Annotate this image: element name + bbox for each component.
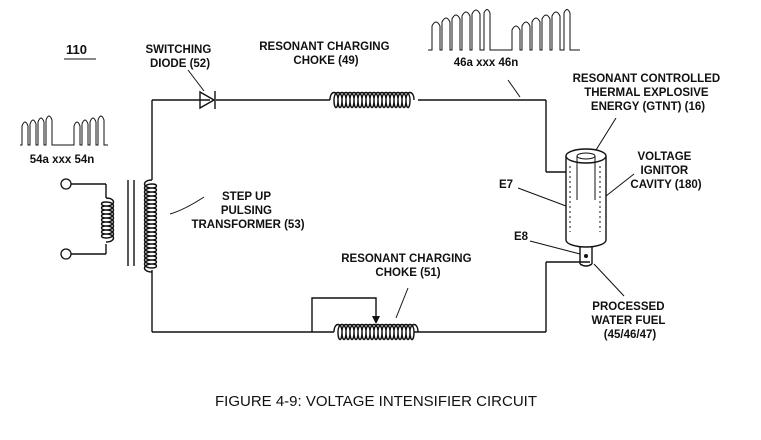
diode-label: SWITCHING DIODE (52) (145, 44, 214, 70)
gtnt-label: RESONANT CONTROLLED THERMAL EXPLOSIVE EN… (573, 73, 724, 113)
input-terminal-top (60, 178, 72, 190)
pulse-top-label: 46a xxx 46n (454, 57, 519, 69)
cavity-label: VOLTAGE IGNITOR CAVITY (180) (630, 151, 701, 191)
pulse-left-label: 54a xxx 54n (30, 154, 95, 166)
figure-caption: FIGURE 4-9: VOLTAGE INTENSIFIER CIRCUIT (215, 393, 537, 410)
input-terminal-bottom (60, 248, 72, 260)
gtnt-leader (595, 117, 617, 151)
circuit-wires (151, 99, 590, 333)
fuel-label: PROCESSED WATER FUEL (45/46/47) (592, 301, 669, 341)
cavity-leader (605, 173, 635, 197)
transformer-icon (60, 178, 158, 273)
fuel-leader (593, 263, 625, 297)
figure-number: 110 (66, 42, 87, 57)
diode-leader (187, 69, 205, 92)
choke-top-label: RESONANT CHARGING CHOKE (49) (259, 41, 393, 67)
choke-49-coil-icon (329, 91, 415, 109)
transformer-leader (169, 196, 205, 215)
pulse-waveform-left-icon (20, 115, 108, 146)
choke-bottom-label: RESONANT CHARGING CHOKE (51) (341, 253, 475, 279)
choke-51-leader (395, 287, 409, 319)
diode-icon (199, 90, 216, 110)
choke-51-coil-icon (311, 297, 419, 341)
e7-leader (517, 187, 567, 207)
cavity-cylinder-icon (565, 148, 607, 267)
e7-label: E7 (499, 179, 513, 191)
pulse-waveform-top-icon (428, 9, 580, 51)
e8-label: E8 (514, 231, 529, 243)
pulse-top-leader (507, 79, 521, 98)
e8-leader (529, 240, 581, 255)
transformer-label: STEP UP PULSING TRANSFORMER (53) (191, 191, 304, 231)
